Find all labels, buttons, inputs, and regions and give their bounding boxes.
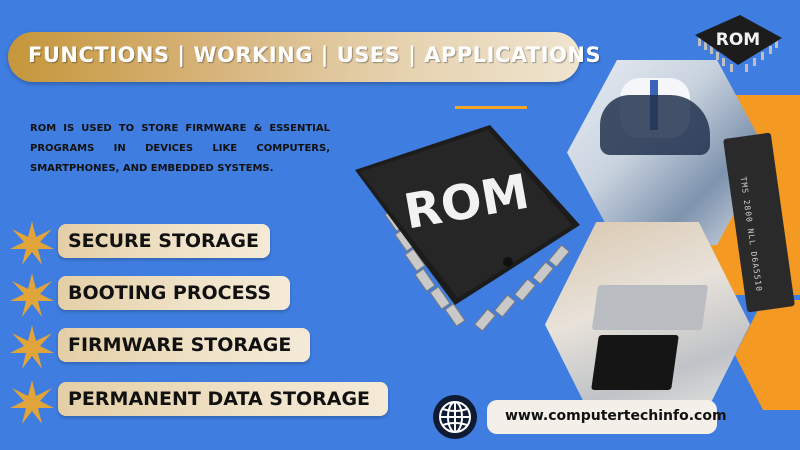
feature-label: BOOTING PROCESS — [68, 282, 272, 304]
star-burst-icon — [10, 380, 54, 424]
rom-chip-corner-icon: ROM — [695, 15, 782, 72]
star-burst-icon — [10, 273, 54, 317]
laptop-screen-graphic — [591, 335, 679, 390]
banner-title: FUNCTIONS | WORKING | USES | APPLICATION… — [28, 43, 602, 67]
laptop-keyboard-graphic — [591, 285, 709, 330]
feature-label: FIRMWARE STORAGE — [68, 334, 292, 356]
feature-label: PERMANENT DATA STORAGE — [68, 388, 371, 410]
decorative-line — [455, 106, 527, 109]
dip-chip-label: TMS 2800 NLL D6A5510 — [738, 176, 764, 293]
website-url[interactable]: www.computertechinfo.com — [505, 408, 727, 424]
feature-pill-permanent-data-storage: PERMANENT DATA STORAGE — [58, 382, 388, 416]
website-url-pill[interactable]: www.computertechinfo.com — [487, 400, 727, 434]
title-banner: FUNCTIONS | WORKING | USES | APPLICATION… — [8, 32, 601, 82]
person-arm-graphic — [600, 95, 710, 155]
feature-pill-secure-storage: SECURE STORAGE — [58, 224, 270, 258]
feature-pill-firmware-storage: FIRMWARE STORAGE — [58, 328, 310, 362]
feature-label: SECURE STORAGE — [68, 230, 259, 252]
globe-icon — [433, 395, 477, 439]
corner-chip-label: ROM — [716, 30, 760, 50]
star-burst-icon — [10, 325, 54, 369]
feature-pill-booting-process: BOOTING PROCESS — [58, 276, 290, 310]
rom-description: ROM is used to store firmware & essentia… — [30, 123, 330, 174]
rom-chip-icon: ROM — [355, 125, 580, 332]
star-burst-icon — [10, 221, 54, 265]
